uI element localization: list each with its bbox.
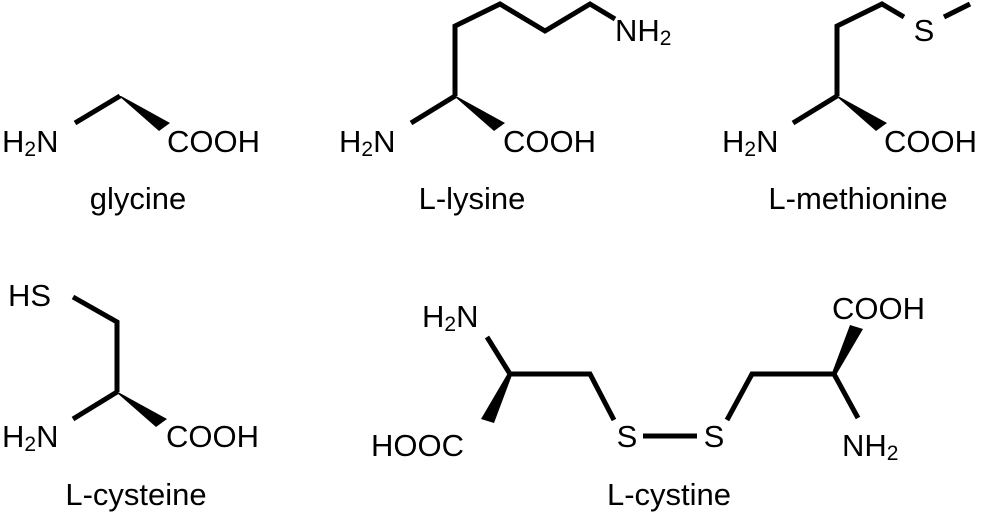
- cystine-right-wedge-bond: [832, 325, 863, 375]
- lysine-carboxyl-label: COOH: [503, 124, 596, 159]
- lysine-name: L-lysine: [419, 181, 526, 216]
- cystine-right-s-cb-ca: [724, 371, 834, 422]
- glycine-wedge-bond: [119, 96, 170, 131]
- lysine-side-amine-label: NH2: [615, 13, 671, 50]
- cystine-structure: H2N HOOC S S COOH NH2 L-cystine: [371, 291, 925, 512]
- cystine-right-bond-ca-n: [831, 372, 861, 420]
- cysteine-bond-n-ca: [71, 389, 119, 422]
- methionine-wedge-bond: [836, 96, 887, 131]
- lysine-side-chain: [452, 1, 617, 96]
- lysine-amine-label: H2N: [339, 124, 395, 161]
- cysteine-structure: HS H2N COOH L-cysteine: [2, 278, 259, 512]
- methionine-amine-label: H2N: [722, 124, 778, 161]
- methionine-s-methyl-bond: [942, 1, 972, 20]
- cysteine-carboxyl-label: COOH: [166, 419, 259, 454]
- glycine-name: glycine: [90, 181, 187, 216]
- glycine-amine-label: H2N: [2, 124, 58, 161]
- methionine-sulfur-label: S: [914, 13, 935, 48]
- glycine-structure: H2N COOH glycine: [2, 93, 260, 216]
- methionine-side-chain: [834, 1, 906, 96]
- cysteine-side-chain: [71, 294, 120, 392]
- cystine-sulfur-right-label: S: [704, 419, 725, 454]
- glycine-bond-n-ca: [73, 93, 122, 126]
- cystine-name: L-cystine: [607, 477, 731, 512]
- lysine-wedge-bond: [454, 96, 505, 131]
- cystine-right-amine-label: NH2: [842, 428, 898, 465]
- cystine-right-carboxyl-label: COOH: [832, 291, 925, 326]
- cystine-left-amine-label: H2N: [422, 299, 478, 336]
- methionine-bond-n-ca: [791, 93, 839, 126]
- cysteine-name: L-cysteine: [65, 477, 206, 512]
- cystine-left-ca-cb-s: [510, 371, 617, 422]
- cystine-sulfur-left-label: S: [617, 419, 638, 454]
- cysteine-thiol-label: HS: [8, 278, 51, 313]
- lysine-structure: NH2 H2N COOH L-lysine: [339, 1, 671, 216]
- glycine-carboxyl-label: COOH: [167, 124, 260, 159]
- cystine-left-bond-n-ca: [484, 335, 513, 376]
- methionine-structure: S H2N COOH L-methionine: [722, 1, 977, 216]
- methionine-carboxyl-label: COOH: [884, 124, 977, 159]
- cysteine-wedge-bond: [116, 392, 167, 427]
- lysine-bond-n-ca: [409, 93, 457, 126]
- cystine-left-wedge-bond: [481, 373, 512, 423]
- cysteine-amine-label: H2N: [2, 419, 58, 456]
- methionine-name: L-methionine: [768, 181, 947, 216]
- cystine-left-carboxyl-label: HOOC: [371, 428, 464, 463]
